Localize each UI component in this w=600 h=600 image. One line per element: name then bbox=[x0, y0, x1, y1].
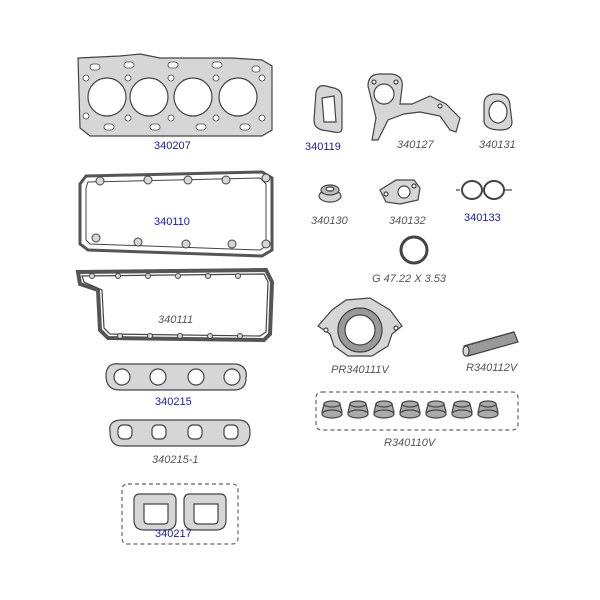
flange-gasket-340132[interactable] bbox=[379, 179, 421, 205]
manifold-gasket-340215[interactable] bbox=[105, 363, 247, 391]
label-340207[interactable]: 340207 bbox=[154, 140, 191, 152]
label-340119[interactable]: 340119 bbox=[305, 141, 341, 153]
label-r340112v: R340112V bbox=[466, 362, 518, 374]
label-340130: 340130 bbox=[311, 215, 348, 227]
head-gasket-340207[interactable] bbox=[77, 53, 273, 137]
label-340111: 340111 bbox=[158, 314, 194, 326]
oil-pan-gasket-340111[interactable] bbox=[75, 267, 275, 343]
valve-cover-gasket-340110[interactable] bbox=[78, 170, 274, 258]
gasket-340119[interactable] bbox=[313, 85, 343, 134]
rear-seal-housing-pr340111v[interactable] bbox=[317, 297, 403, 357]
label-340215[interactable]: 340215 bbox=[155, 396, 192, 408]
label-g4722: G 47.22 X 3.53 bbox=[372, 273, 446, 285]
label-340132: 340132 bbox=[389, 215, 426, 227]
valve-stem-seals-r340110v[interactable] bbox=[315, 391, 519, 431]
rings-340133[interactable] bbox=[456, 180, 512, 200]
manifold-gasket-340215-1[interactable] bbox=[109, 419, 251, 447]
label-340127: 340127 bbox=[397, 139, 434, 151]
label-r340110v: R340110V bbox=[384, 437, 436, 449]
label-pr340111v: PR340111V bbox=[331, 364, 389, 376]
label-340133[interactable]: 340133 bbox=[464, 212, 501, 224]
gasket-340131[interactable] bbox=[483, 93, 513, 131]
label-340217[interactable]: 340217 bbox=[155, 528, 192, 540]
tube-seals-340217[interactable] bbox=[121, 483, 239, 545]
seal-340130[interactable] bbox=[318, 184, 342, 203]
label-340131: 340131 bbox=[479, 139, 516, 151]
o-ring-g4722[interactable] bbox=[399, 235, 429, 265]
label-340215-1: 340215-1 bbox=[152, 454, 199, 466]
timing-cover-gasket-340127[interactable] bbox=[367, 73, 461, 141]
label-340110[interactable]: 340110 bbox=[154, 216, 190, 228]
seal-r340112v[interactable] bbox=[462, 331, 519, 357]
